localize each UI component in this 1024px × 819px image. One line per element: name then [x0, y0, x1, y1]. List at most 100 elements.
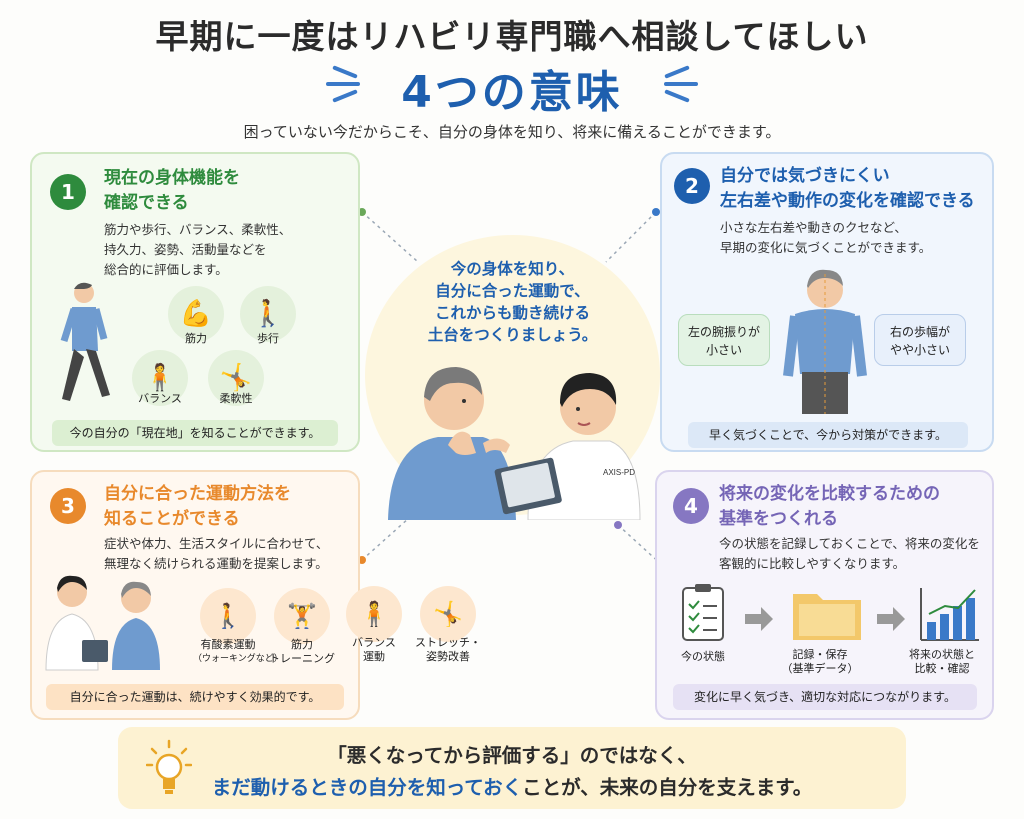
card-number-4: 4: [673, 488, 709, 524]
icon-label-walking: 歩行: [257, 332, 279, 345]
center-line: 土台をつくりましょう。: [427, 326, 598, 344]
card-2-body: 小さな左右差や動きのクセなど、 早期の変化に気づくことができます。: [720, 218, 931, 258]
speech-bubble-right: 右の歩幅が やや小さい: [874, 314, 966, 366]
icon-label-flexibility: 柔軟性: [219, 392, 253, 405]
flexibility-icon: 🤸: [208, 350, 264, 406]
card-number-3: 3: [50, 488, 86, 524]
card-2-title-line: 自分では気づきにくい: [720, 166, 890, 186]
speech-bubble-left: 左の腕振りが 小さい: [678, 314, 770, 366]
bubble-line: 右の歩幅が: [889, 325, 950, 339]
walking-person-illustration: [60, 282, 110, 401]
page-subtitle: 4つの意味: [401, 67, 623, 118]
card-4-body-line: 今の状態を記録しておくことで、将来の変化を: [719, 536, 980, 551]
icon-label-balance: バランス: [138, 392, 182, 405]
step-label-line: 記録・保存: [792, 648, 848, 661]
card-2-title-line: 左右差や動作の変化を確認できる: [720, 191, 975, 211]
card-1-footer: 今の自分の「現在地」を知ることができます。: [52, 420, 338, 446]
card-1: 1 現在の身体機能を 確認できる 筋力や歩行、バランス、柔軟性、 持久力、姿勢、…: [30, 152, 360, 452]
walking-icon: 🚶: [240, 286, 296, 342]
card-4-title-line: 将来の変化を比較するための: [719, 484, 940, 504]
icon-label-line: 運動: [363, 650, 385, 663]
page-title: 早期に一度はリハビリ専門職へ相談してほしい: [155, 17, 869, 56]
lead-text: 困っていない今だからこそ、自分の身体を知り、将来に備えることができます。: [243, 123, 781, 141]
step-label-compare: 将来の状態と 比較・確認: [897, 648, 987, 676]
card-2-body-line: 小さな左右差や動きのクセなど、: [720, 220, 907, 235]
step-label-line: 今の状態: [681, 650, 725, 663]
connector-dot-4: [614, 521, 622, 529]
icon-label-line: トレーニング: [269, 652, 335, 665]
card-number-1: 1: [50, 174, 86, 210]
card-4-body: 今の状態を記録しておくことで、将来の変化を 客観的に比較しやすくなります。: [719, 534, 980, 574]
card-4-title-line: 基準をつくれる: [719, 509, 838, 529]
card-2-body-line: 早期の変化に気づくことができます。: [720, 240, 932, 255]
card-3-title-line: 知ることができる: [104, 509, 240, 529]
icon-label-line: 姿勢改善: [426, 650, 470, 663]
icon-label-stretch: ストレッチ・ 姿勢改善: [413, 636, 483, 664]
center-line: 自分に合った運動で、: [435, 282, 590, 300]
therapist-patient-illustration: [45, 575, 160, 671]
strength-training-icon: 🏋: [274, 588, 330, 644]
bar-chart-icon: [920, 588, 979, 641]
icon-label-balance-exercise: バランス 運動: [339, 636, 409, 664]
bubble-line: やや小さい: [889, 343, 950, 357]
card-2: 2 自分では気づきにくい 左右差や動作の変化を確認できる 小さな左右差や動きのク…: [660, 152, 994, 452]
balance-icon: 🧍: [132, 350, 188, 406]
bubble-line: 左の腕振りが: [687, 325, 760, 339]
center-line: 今の身体を知り、: [450, 260, 575, 278]
card-1-title: 現在の身体機能を 確認できる: [104, 166, 240, 216]
connector-dot-3: [358, 556, 366, 564]
card-4-footer: 変化に早く気づき、適切な対応につながります。: [673, 684, 977, 710]
emphasis-lines-right-icon: [656, 65, 706, 103]
step-label-current: 今の状態: [663, 650, 743, 664]
therapist-badge: AXIS-PD: [603, 468, 635, 477]
icon-label-strength: 筋力: [185, 332, 207, 345]
card-1-body: 筋力や歩行、バランス、柔軟性、 持久力、姿勢、活動量などを 総合的に評価します。: [104, 220, 291, 280]
card-3-body: 症状や体力、生活スタイルに合わせて、 無理なく続けられる運動を提案します。: [104, 534, 328, 574]
connector-dot-1: [358, 208, 366, 216]
aerobic-exercise-icon: 🚶: [200, 588, 256, 644]
card-3-title-line: 自分に合った運動方法を: [104, 484, 291, 504]
bubble-line: 小さい: [705, 343, 742, 357]
center-line: これからも動き続ける: [434, 304, 590, 322]
card-4-body-line: 客観的に比較しやすくなります。: [719, 556, 906, 571]
card-3-body-line: 症状や体力、生活スタイルに合わせて、: [104, 536, 329, 551]
arrow-right-icon: [877, 607, 905, 631]
card-3-footer: 自分に合った運動は、続けやすく効果的です。: [46, 684, 344, 710]
icon-label-aerobic: 有酸素運動 （ウォーキングなど）: [193, 638, 283, 666]
icon-label-strength-training: 筋力 トレーニング: [267, 638, 337, 666]
consultation-illustration: AXIS-PD: [388, 367, 641, 520]
muscle-icon: 💪: [168, 286, 224, 342]
stretch-posture-icon: 🤸: [420, 586, 476, 642]
card-number-2: 2: [674, 168, 710, 204]
arrow-right-icon: [745, 607, 773, 631]
step-label-record: 記録・保存 （基準データ）: [775, 648, 865, 676]
bottom-line-2-rest: ことが、未来の自分を支えます。: [522, 776, 813, 799]
balance-exercise-icon: 🧍: [346, 586, 402, 642]
card-1-title-line: 確認できる: [104, 193, 189, 213]
card-3-body-line: 無理なく続けられる運動を提案します。: [104, 556, 328, 571]
card-1-body-line: 持久力、姿勢、活動量などを: [104, 242, 267, 257]
icon-label-line: 筋力: [291, 638, 313, 651]
step-label-line: （基準データ）: [781, 662, 859, 675]
center-message: 今の身体を知り、 自分に合った運動で、 これからも動き続ける 土台をつくりましょ…: [380, 258, 645, 346]
standing-person-illustration: [783, 269, 867, 414]
card-1-title-line: 現在の身体機能を: [104, 168, 240, 188]
card-4: 4 将来の変化を比較するための 基準をつくれる 今の状態を記録しておくことで、将…: [655, 470, 994, 720]
bottom-line-2: まだ動けるときの自分を知っておくことが、未来の自分を支えます。: [118, 771, 906, 800]
checklist-icon: [682, 584, 724, 641]
connector-dot-2: [652, 208, 660, 216]
step-label-line: 比較・確認: [914, 662, 970, 675]
card-3-title: 自分に合った運動方法を 知ることができる: [104, 482, 291, 532]
card-2-title: 自分では気づきにくい 左右差や動作の変化を確認できる: [720, 164, 975, 214]
record-compare-flow-illustration: [682, 584, 979, 641]
folder-icon: [793, 594, 861, 640]
card-4-title: 将来の変化を比較するための 基準をつくれる: [719, 482, 940, 532]
bottom-highlight: まだ動けるときの自分を知っておく: [211, 776, 523, 799]
icon-label-line: バランス: [352, 636, 396, 649]
icon-label-line: ストレッチ・: [415, 636, 481, 649]
step-label-line: 将来の状態と: [909, 648, 975, 661]
lightbulb-icon: [146, 739, 192, 794]
icon-label-line: （ウォーキングなど）: [193, 654, 283, 664]
icon-label-line: 有酸素運動: [200, 638, 256, 651]
